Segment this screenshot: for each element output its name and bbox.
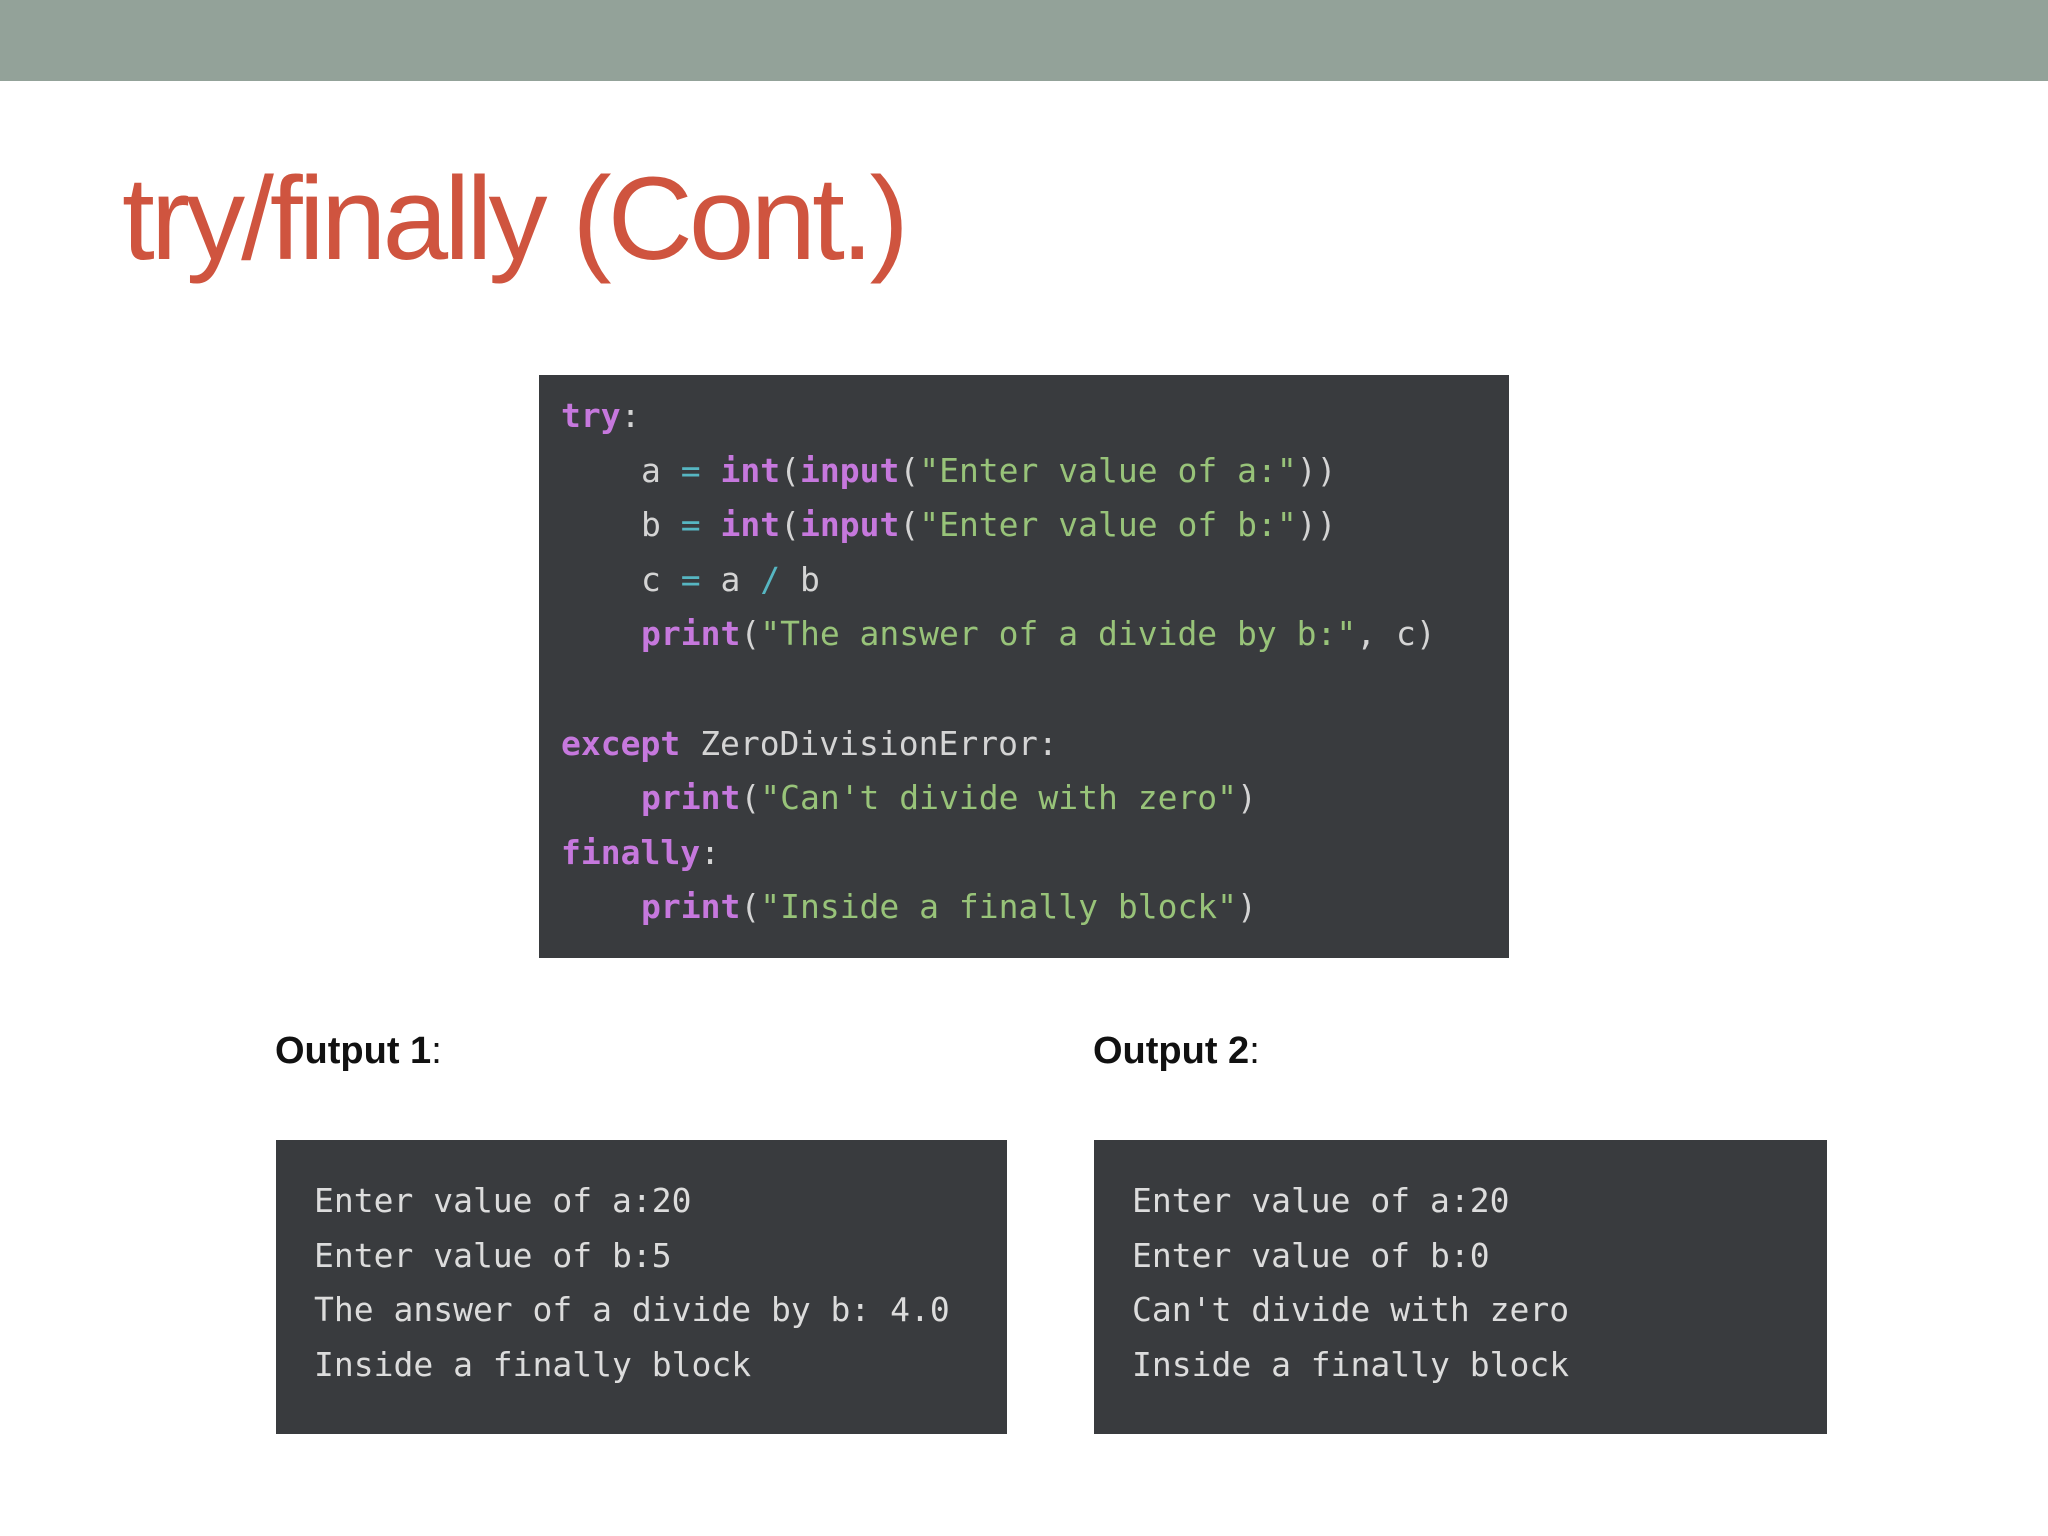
code-token: (	[740, 887, 761, 927]
code-line: try:	[561, 389, 1509, 444]
code-line: b = int(input("Enter value of b:"))	[561, 498, 1509, 553]
code-token: )	[1237, 887, 1257, 927]
code-token: (	[899, 505, 920, 545]
code-token: input	[799, 450, 900, 490]
output-2-line: Enter value of a:20	[1132, 1181, 1510, 1220]
slide-title: try/finally (Cont.)	[122, 153, 909, 285]
code-token: (	[899, 450, 920, 490]
code-token: except	[561, 723, 681, 763]
code-token: (	[740, 614, 761, 654]
output-2-label: Output 2:	[1093, 1030, 1260, 1073]
code-token: input	[799, 505, 900, 545]
code-line	[561, 662, 1509, 717]
output-2-line: Enter value of b:0	[1132, 1235, 1490, 1275]
output-1-line: Enter value of b:5	[314, 1235, 672, 1275]
code-token: print	[641, 778, 741, 818]
code-token: /	[760, 559, 781, 599]
code-token: "Can't divide with zero"	[760, 778, 1238, 818]
code-token: ZeroDivisionError:	[680, 723, 1058, 763]
output-2-label-bold: Output 2	[1093, 1030, 1250, 1072]
output-2-box: Enter value of a:20 Enter value of b:0 C…	[1094, 1140, 1827, 1434]
code-token: int	[720, 505, 781, 545]
code-token: ))	[1296, 505, 1337, 545]
code-token: b	[641, 505, 681, 545]
code-token: :	[700, 832, 720, 872]
code-token: ))	[1296, 450, 1337, 490]
code-token: (	[780, 450, 800, 490]
code-line: a = int(input("Enter value of a:"))	[561, 444, 1509, 499]
code-line: c = a / b	[561, 553, 1509, 608]
code-token: , c)	[1356, 614, 1436, 654]
code-line: print("Inside a finally block")	[561, 880, 1509, 935]
code-token: int	[720, 450, 781, 490]
code-line: finally:	[561, 826, 1509, 881]
code-token	[701, 505, 721, 544]
code-token: c	[641, 559, 681, 599]
code-token: =	[680, 559, 701, 599]
output-1-line: Enter value of a:20	[314, 1181, 692, 1220]
output-2-label-suffix: :	[1249, 1030, 1260, 1072]
code-token: a	[700, 559, 761, 599]
output-1-line: The answer of a divide by b: 4.0	[314, 1290, 950, 1330]
code-token: b	[780, 559, 820, 599]
code-line: print("The answer of a divide by b:", c)	[561, 607, 1509, 662]
code-token: "The answer of a divide by b:"	[760, 614, 1357, 654]
code-token: "Enter value of a:"	[919, 450, 1297, 490]
code-token: :	[620, 396, 641, 435]
code-token: )	[1237, 778, 1257, 818]
output-1-label-bold: Output 1	[275, 1030, 432, 1072]
code-token: =	[680, 505, 701, 545]
code-token: print	[641, 887, 741, 927]
code-token	[701, 451, 721, 490]
output-2-line: Can't divide with zero	[1132, 1290, 1570, 1330]
code-token: "Inside a finally block"	[760, 887, 1238, 927]
code-token: try	[561, 396, 621, 435]
top-accent-bar	[0, 0, 2048, 81]
code-token: =	[680, 450, 701, 490]
code-line: except ZeroDivisionError:	[561, 717, 1509, 772]
output-1-line: Inside a finally block	[314, 1344, 752, 1384]
code-token: (	[780, 505, 800, 545]
output-1-label: Output 1:	[275, 1030, 442, 1073]
code-block: try:a = int(input("Enter value of a:"))b…	[539, 375, 1509, 958]
code-token: a	[641, 450, 681, 490]
output-1-box: Enter value of a:20 Enter value of b:5 T…	[276, 1140, 1007, 1434]
output-2-line: Inside a finally block	[1132, 1344, 1570, 1384]
code-token: "Enter value of b:"	[919, 505, 1297, 545]
output-1-label-suffix: :	[431, 1030, 442, 1072]
code-token: print	[641, 614, 741, 654]
code-token: finally	[561, 832, 701, 872]
code-token: (	[740, 778, 761, 818]
code-line: print("Can't divide with zero")	[561, 771, 1509, 826]
